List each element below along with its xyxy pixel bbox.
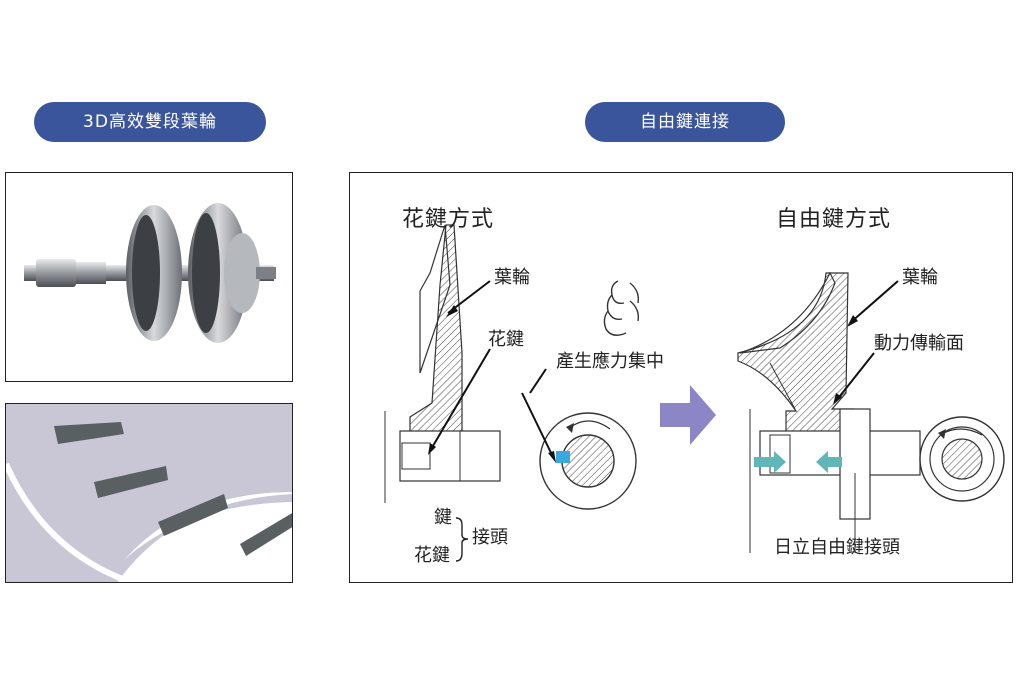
disc [6, 404, 292, 582]
free-key-shaft-circle [941, 438, 983, 480]
blade-4 [240, 513, 292, 556]
spline-impeller-label: 葉輪 [494, 267, 530, 288]
impeller-header-pill: 3D高效雙段葉輪 [34, 102, 266, 142]
drive-surface-label: 動力傳輸面 [874, 333, 964, 354]
free-key-caption: 日立自由鍵接頭 [774, 537, 900, 558]
blade-cross-section [5, 403, 293, 583]
free-key-method-title: 自由鍵方式 [776, 207, 892, 232]
transition-arrow [660, 385, 716, 445]
spline-label-bottom: 花鍵 [414, 545, 450, 566]
key-label: 鍵 [434, 507, 452, 528]
force-arrow-right [754, 451, 786, 473]
impeller-photo [5, 172, 293, 382]
spline-shaft [399, 430, 501, 482]
shaft-end [36, 259, 76, 287]
free-key-impeller-label: 葉輪 [902, 267, 938, 288]
blade-2 [94, 466, 168, 498]
free-key-impeller-hub [737, 272, 855, 436]
joint-bracket [455, 517, 469, 562]
spline-label: 花鍵 [488, 329, 524, 350]
joint-label: 接頭 [472, 527, 508, 548]
stress-concentration-label: 產生應力集中 [556, 351, 664, 372]
joint-diagram: 花鍵方式 葉輪 花鍵 產生應力集中 鍵 花鍵 接頭 自由鍵方式 葉輪 動力傳輸面… [349, 172, 1013, 583]
stress-wave-icon [603, 280, 627, 336]
force-arrow-left [816, 451, 842, 473]
free-key-header-pill: 自由鍵連接 [585, 102, 785, 142]
blade-1 [54, 422, 124, 444]
stress-point-marker [556, 451, 570, 463]
blade-3 [158, 494, 228, 536]
spline-method-title: 花鍵方式 [402, 207, 495, 232]
